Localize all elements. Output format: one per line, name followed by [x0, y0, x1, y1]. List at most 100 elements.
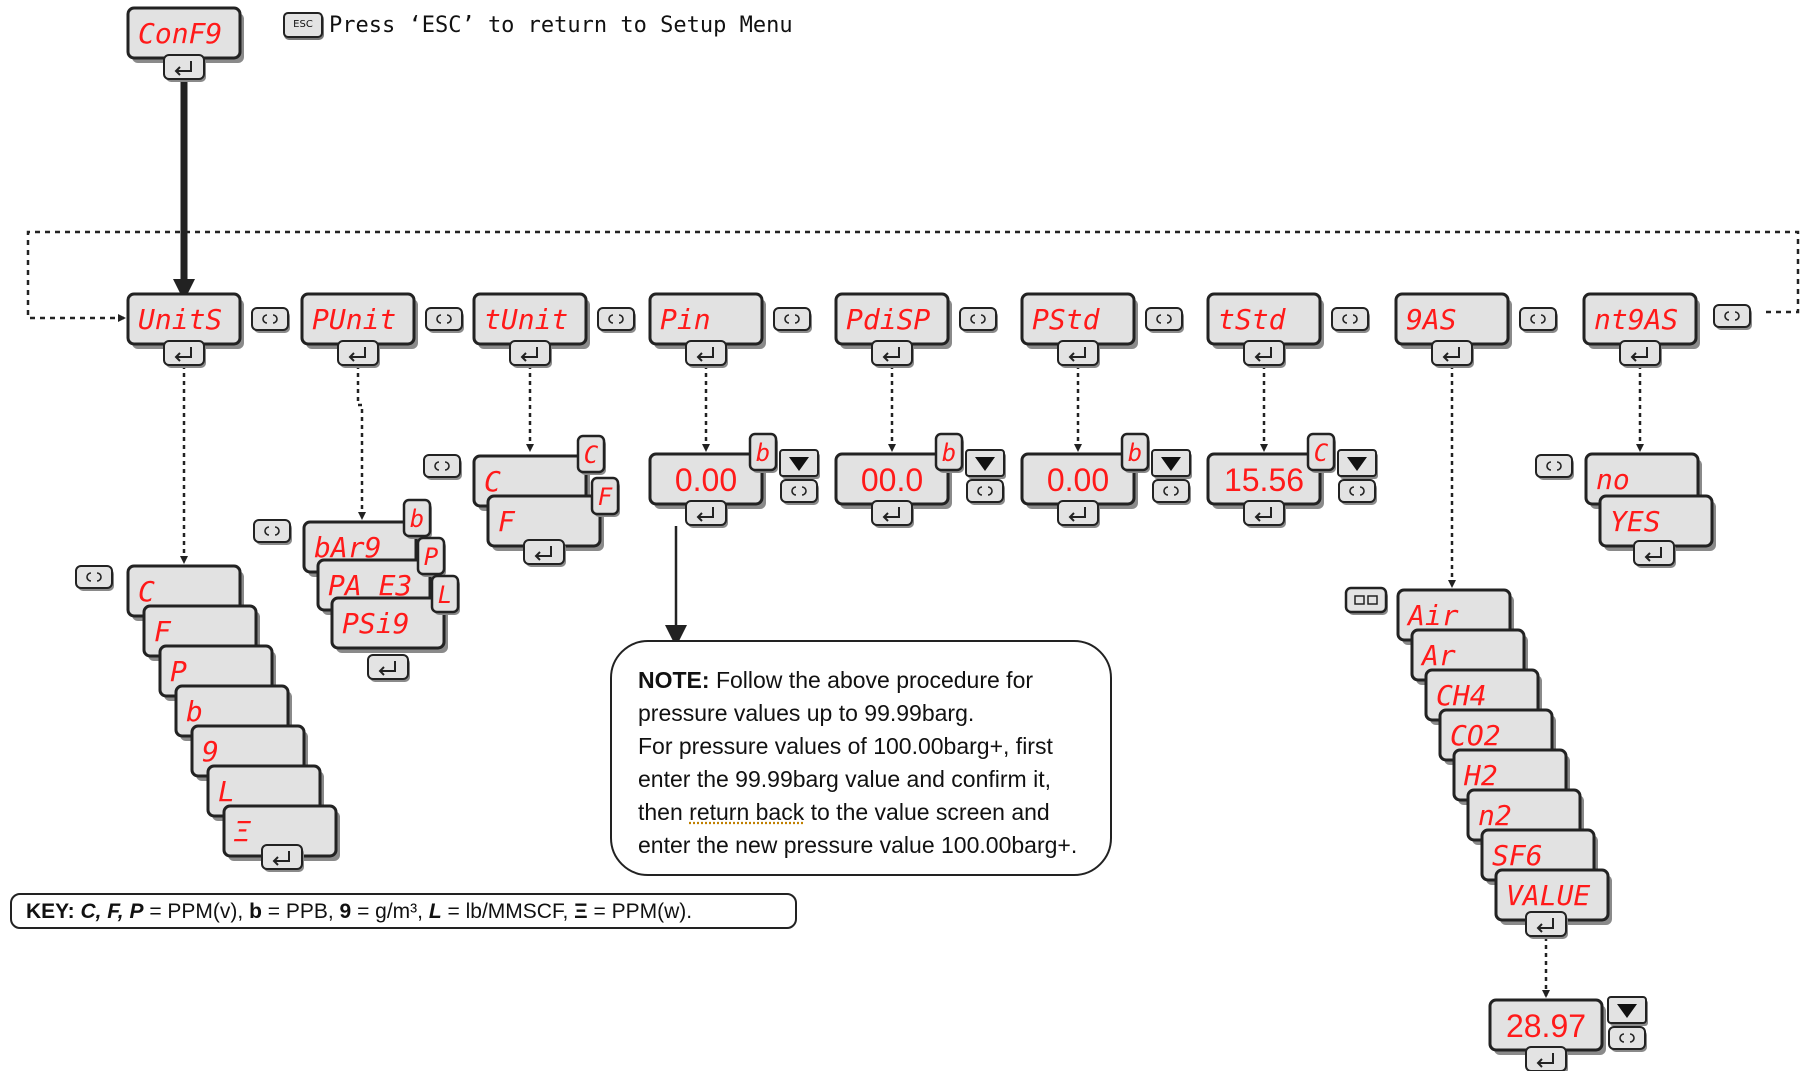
unit-badge: b — [1120, 432, 1150, 473]
back-icon — [1519, 307, 1558, 333]
down-arrow-icon — [1337, 449, 1378, 479]
display-text: PSi9 — [342, 607, 409, 640]
enter-icon — [261, 844, 304, 872]
note-line-3: For pressure values of 100.00barg+, firs… — [638, 733, 1053, 759]
key-frame — [423, 454, 461, 478]
badge-frame — [748, 432, 778, 472]
back-icon — [1608, 1026, 1647, 1052]
back-icon — [773, 307, 812, 333]
display-text: PdiSP — [846, 303, 930, 336]
key-frame — [1633, 540, 1675, 566]
enter-icon — [1525, 911, 1568, 939]
back-glyph — [262, 314, 278, 324]
badge-text: b — [1128, 439, 1142, 467]
display-text: Air — [1406, 599, 1459, 632]
units-key: KEY: C, F, P = PPM(v), b = PPB, 9 = g/m³… — [10, 893, 797, 929]
enter-icon — [685, 340, 728, 368]
badge-text: C — [584, 441, 599, 469]
enter-icon — [1057, 500, 1100, 528]
down-glyph — [1161, 457, 1181, 471]
key-frame — [1713, 304, 1751, 328]
back-icon — [251, 307, 290, 333]
key-frame — [337, 340, 379, 366]
key-frame — [251, 307, 289, 331]
display-text: C — [138, 575, 155, 608]
display-value: 15.56 — [1224, 462, 1304, 498]
punit-option: PSi9 — [330, 596, 448, 653]
enter-glyph — [1536, 1053, 1554, 1068]
back-icon — [425, 307, 464, 333]
punit-dash-line — [356, 365, 366, 520]
key-frame — [597, 307, 635, 331]
key-frame — [367, 654, 409, 680]
value-display-5: 00.0 — [834, 452, 952, 509]
display-text: tStd — [1218, 303, 1287, 336]
enter-glyph — [348, 347, 366, 362]
note-line-4: enter the 99.99barg value and confirm it… — [638, 766, 1051, 792]
display-text: tUnit — [484, 303, 568, 336]
pressure-note: NOTE: Follow the above procedure for pre… — [610, 640, 1112, 876]
enter-icon — [337, 340, 380, 368]
note-label: NOTE: — [638, 667, 710, 693]
key-frame — [871, 500, 913, 526]
enter-glyph — [174, 61, 192, 76]
key-ppb: = PPB, — [261, 900, 340, 923]
display-text: F — [154, 615, 172, 648]
back-glyph — [86, 572, 102, 582]
esc-key-icon: ESC — [283, 12, 323, 38]
enter-glyph — [520, 347, 538, 362]
display-text: C — [484, 465, 501, 498]
unit-badge: b — [402, 498, 432, 539]
key-frame — [1525, 1046, 1567, 1071]
enter-glyph — [1630, 347, 1648, 362]
display-text: H2 — [1463, 759, 1498, 792]
key-gm3: = g/m³, — [351, 900, 429, 923]
key-frame — [966, 479, 1004, 503]
enter-glyph — [1254, 507, 1272, 522]
menu-display-8: 9AS — [1394, 292, 1512, 349]
key-frame — [253, 519, 291, 543]
unit-badge: b — [934, 432, 964, 473]
key-frame — [163, 54, 205, 80]
key-frame — [1344, 586, 1388, 614]
unit-badge: P — [416, 536, 446, 577]
key-frame — [509, 340, 551, 366]
enter-icon — [163, 54, 206, 82]
display-frame — [330, 596, 446, 650]
down-glyph — [1347, 457, 1367, 471]
back-icon — [1338, 479, 1377, 505]
back-icon — [253, 519, 292, 545]
root-display: ConF9 — [126, 6, 244, 63]
key-frame — [1338, 479, 1376, 503]
display-text: VALUE — [1506, 879, 1590, 912]
unit-badge: F — [590, 476, 620, 517]
unit-badge: b — [748, 432, 778, 473]
back-icon — [959, 307, 998, 333]
back-icon — [780, 479, 819, 505]
enter-glyph — [378, 661, 396, 676]
key-ppb-symbol: b — [249, 900, 262, 923]
enter-glyph — [174, 347, 192, 362]
enter-glyph — [1254, 347, 1272, 362]
menu-display-9: nt9AS — [1582, 292, 1700, 349]
badge-text: b — [756, 439, 770, 467]
back-icon — [1152, 479, 1191, 505]
enter-glyph — [1442, 347, 1460, 362]
key-frame — [1608, 1026, 1646, 1050]
gas-option: VALUE — [1494, 868, 1612, 925]
connector-lines — [26, 80, 1800, 998]
note-line-6: enter the new pressure value 100.00barg+… — [638, 832, 1078, 858]
display-text: 9AS — [1406, 303, 1457, 336]
key-frame — [685, 500, 727, 526]
enter-icon — [871, 340, 914, 368]
value-display-6: 0.00 — [1020, 452, 1138, 509]
key-lb: = lb/MMSCF, — [441, 900, 575, 923]
menu-display-2: PUnit — [300, 292, 418, 349]
display-text: UnitS — [138, 303, 222, 336]
key-frame — [1331, 307, 1369, 331]
display-text: 9 — [202, 735, 219, 768]
badge-frame — [402, 498, 432, 538]
badge-frame — [1306, 432, 1336, 472]
enter-icon — [1243, 500, 1286, 528]
